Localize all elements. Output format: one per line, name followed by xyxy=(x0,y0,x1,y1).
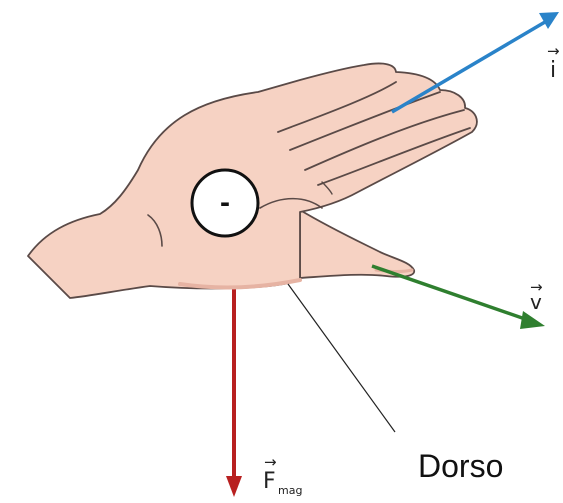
charge-sign: - xyxy=(190,168,260,238)
thumb xyxy=(300,210,414,278)
force-label: → F mag xyxy=(262,455,322,500)
velocity-label: → v xyxy=(528,280,546,314)
current-symbol: i xyxy=(550,60,556,82)
force-arrow xyxy=(226,268,242,497)
current-arrow xyxy=(392,12,559,112)
force-subscript: mag xyxy=(278,485,302,496)
dorso-callout-line xyxy=(288,284,395,432)
velocity-arrow xyxy=(372,266,545,329)
current-label: → i xyxy=(547,46,563,80)
velocity-symbol: v xyxy=(530,292,542,312)
force-symbol: F xyxy=(263,471,276,493)
dorso-label: Dorso xyxy=(418,450,503,482)
vector-arrow-mark: → xyxy=(547,44,560,59)
vector-arrow-mark: → xyxy=(264,455,277,470)
